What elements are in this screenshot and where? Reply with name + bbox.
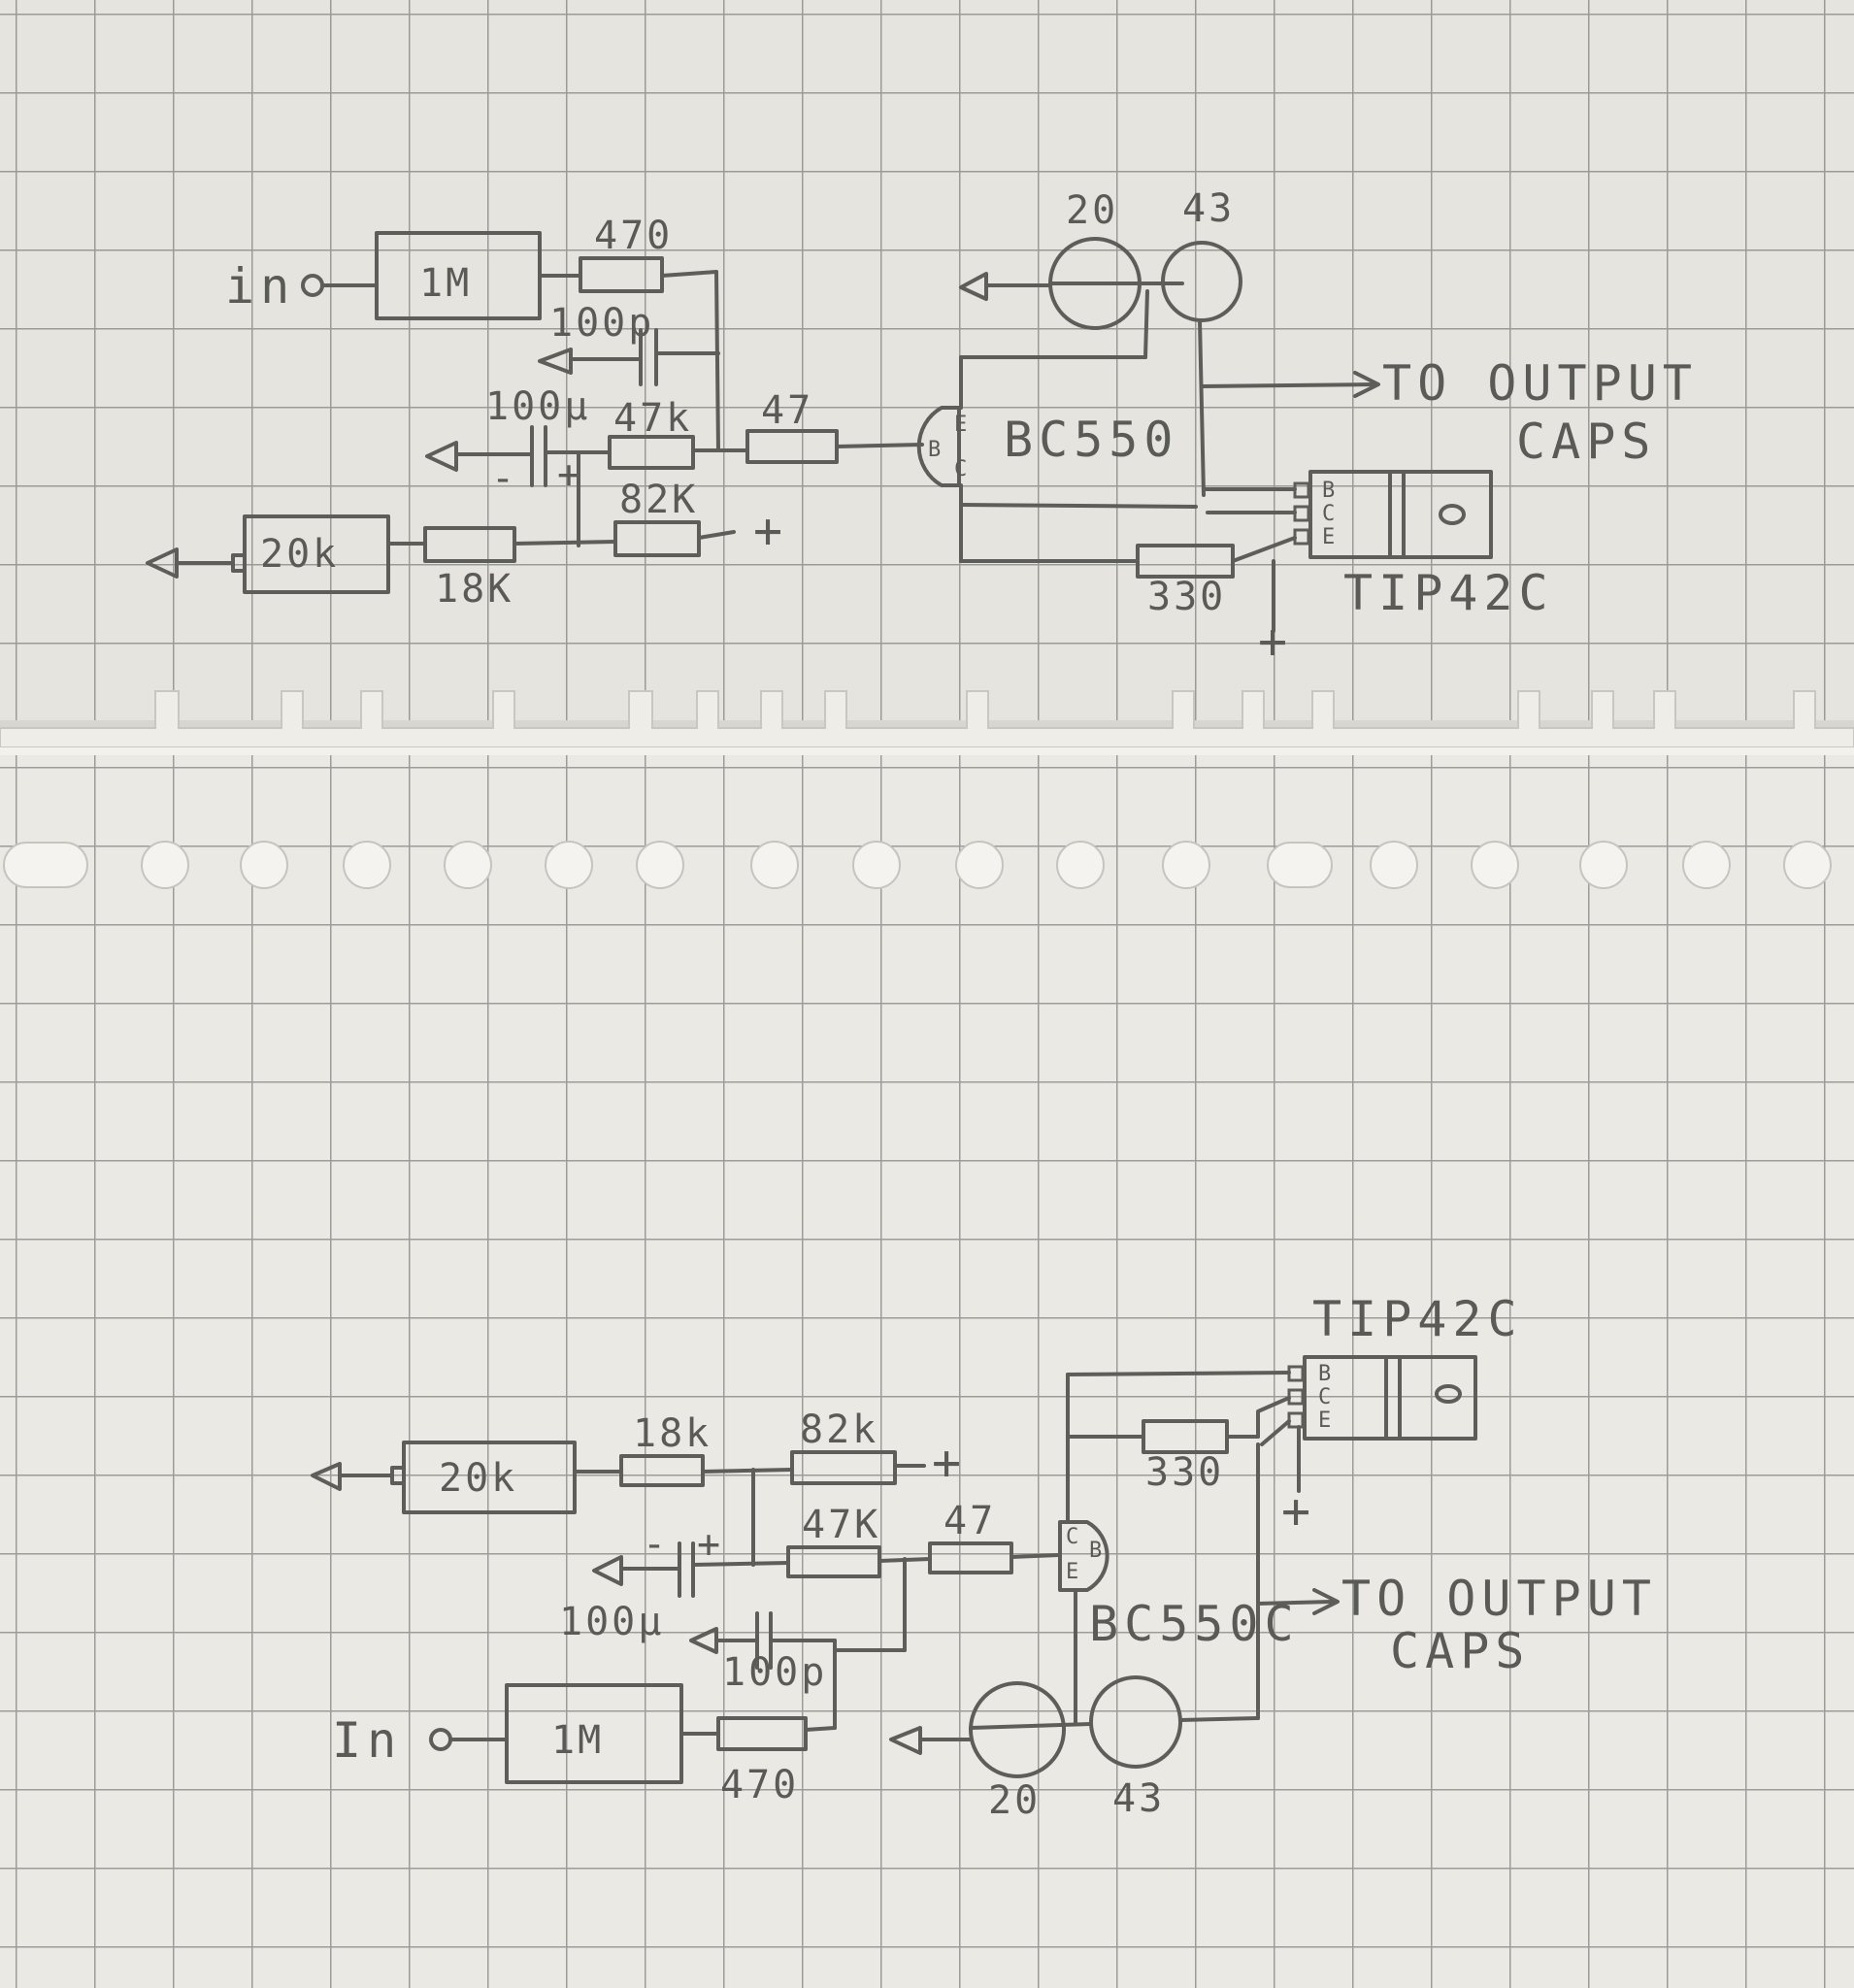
resistor-82k <box>613 520 701 557</box>
pin-e: E <box>1318 1408 1331 1433</box>
input-label: in <box>225 258 295 315</box>
pin-b: B <box>1089 1539 1102 1563</box>
label-82k: 82K <box>619 478 698 522</box>
input-terminal <box>429 1728 452 1751</box>
pin-b: B <box>1318 1362 1331 1386</box>
pin-e: E <box>1322 525 1335 549</box>
lamp-20 <box>969 1681 1066 1778</box>
label-bulb-43: 43 <box>1112 1776 1165 1821</box>
label-330: 330 <box>1147 575 1226 619</box>
label-100p: 100p <box>549 301 654 346</box>
resistor-47k <box>786 1545 881 1578</box>
pin-c: C <box>954 457 967 481</box>
resistor-470 <box>716 1716 808 1751</box>
graph-paper-bottom <box>0 738 1854 1988</box>
potentiometer-20k <box>243 514 390 594</box>
label-47k: 47K <box>802 1503 880 1547</box>
label-100p: 100p <box>722 1650 827 1695</box>
output-label-2: CAPS <box>1516 414 1656 470</box>
ground-symbol <box>311 1462 342 1491</box>
label-1m: 1M <box>419 261 472 306</box>
graph-paper-top <box>0 0 1854 738</box>
minus-label: - <box>643 1522 669 1567</box>
schematic-bottom: TIP42C B C E 330 + 20k <box>311 1291 1657 1823</box>
input-terminal <box>301 274 324 297</box>
punch-holes <box>3 841 1832 889</box>
ground-symbol <box>959 272 988 301</box>
label-bulb-20: 20 <box>988 1778 1041 1823</box>
label-47k: 47k <box>613 396 692 441</box>
transistor-tip42c <box>1308 470 1493 559</box>
pin-e: E <box>1066 1560 1078 1584</box>
ground-symbol <box>146 547 179 579</box>
ground-symbol <box>538 348 573 375</box>
label-100u: 100µ <box>485 384 590 429</box>
potentiometer-20k <box>402 1441 577 1514</box>
resistor-18k <box>619 1454 705 1487</box>
plus-supply: + <box>753 503 788 559</box>
label-82k: 82k <box>800 1408 878 1452</box>
ground-symbol <box>425 441 458 472</box>
output-label-2: CAPS <box>1390 1623 1530 1679</box>
resistor-330 <box>1136 544 1235 579</box>
resistor-47 <box>745 429 839 464</box>
label-470: 470 <box>720 1763 799 1807</box>
plus-label: + <box>697 1522 723 1567</box>
transistor-bc550 <box>916 406 961 487</box>
resistor-470 <box>579 256 664 293</box>
schematic-top: in 1M 470 100p 100µ - + <box>146 186 1698 670</box>
label-1m: 1M <box>551 1718 604 1763</box>
ground-symbol <box>592 1555 623 1586</box>
output-label-1: TO OUTPUT <box>1382 355 1698 412</box>
ground-symbol <box>689 1627 718 1654</box>
pin-b: B <box>1322 479 1335 503</box>
plus-supply: + <box>932 1435 967 1491</box>
label-47: 47 <box>944 1499 996 1543</box>
label-18k: 18k <box>633 1411 712 1456</box>
plus-supply: + <box>1258 613 1293 670</box>
pin-c: C <box>1066 1525 1078 1549</box>
minus-label: - <box>491 456 517 501</box>
label-bulb-20: 20 <box>1066 188 1118 233</box>
resistor-82k <box>790 1450 897 1485</box>
pin-b: B <box>928 438 941 462</box>
transistor-bc550c <box>1058 1520 1109 1592</box>
label-330: 330 <box>1145 1450 1224 1495</box>
resistor-47k <box>608 435 695 470</box>
input-label: In <box>332 1712 402 1769</box>
label-100u: 100µ <box>559 1600 664 1644</box>
label-tip42c: TIP42C <box>1343 565 1554 621</box>
output-label-1: TO OUTPUT <box>1341 1571 1657 1627</box>
label-20k: 20k <box>260 532 339 577</box>
pin-c: C <box>1322 502 1335 526</box>
resistor-330 <box>1142 1419 1229 1454</box>
resistor-18k <box>423 526 516 563</box>
label-47: 47 <box>761 388 813 433</box>
label-470: 470 <box>594 214 673 258</box>
label-18k: 18K <box>435 567 513 612</box>
pin-e: E <box>954 413 967 437</box>
label-bulb-43: 43 <box>1182 186 1235 231</box>
resistor-47 <box>928 1541 1013 1574</box>
plus-supply: + <box>1281 1483 1316 1540</box>
torn-edge <box>0 690 1854 755</box>
lamp-43 <box>1089 1675 1182 1769</box>
pin-c: C <box>1318 1385 1331 1409</box>
label-bc550: BC550 <box>1004 412 1179 468</box>
label-tip42c: TIP42C <box>1312 1291 1523 1347</box>
ground-symbol <box>889 1726 922 1755</box>
transistor-tip42c <box>1303 1355 1477 1441</box>
label-20k: 20k <box>439 1456 517 1501</box>
